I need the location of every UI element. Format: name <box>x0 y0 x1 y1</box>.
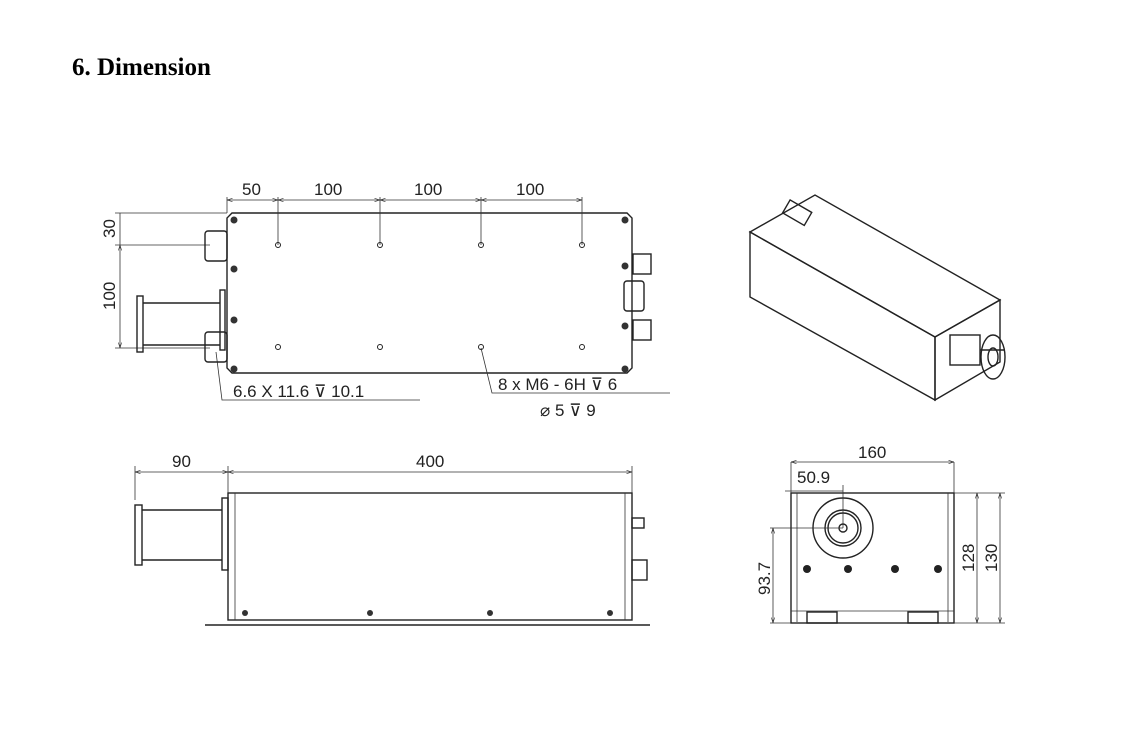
section-heading: 6. Dimension <box>72 54 211 81</box>
dim-160: 160 <box>858 443 886 462</box>
dim-130: 130 <box>982 544 1001 572</box>
slot-callout: 6.6 X 11.6 ⊽ 10.1 <box>233 382 364 401</box>
dim-100-vertical: 100 <box>100 282 119 310</box>
dim-100-c: 100 <box>516 180 544 199</box>
top-view: 50 100 100 100 30 100 6.6 X 11.6 ⊽ 10.1 … <box>100 180 670 420</box>
dim-30: 30 <box>100 219 119 238</box>
holes-callout-line2: ⌀ 5 ⊽ 9 <box>540 401 596 420</box>
dim-50-9: 50.9 <box>797 468 830 487</box>
isometric-view <box>748 194 1006 402</box>
dim-100-a: 100 <box>314 180 342 199</box>
dim-50: 50 <box>242 180 261 199</box>
side-view: 90 400 <box>134 452 650 626</box>
front-view: 160 50.9 93.7 128 130 <box>755 443 1005 624</box>
dim-90: 90 <box>172 452 191 471</box>
dim-400: 400 <box>416 452 444 471</box>
dim-128: 128 <box>959 544 978 572</box>
holes-callout-line1: 8 x M6 - 6H ⊽ 6 <box>498 375 617 394</box>
dim-100-b: 100 <box>414 180 442 199</box>
dim-93-7: 93.7 <box>755 562 774 595</box>
